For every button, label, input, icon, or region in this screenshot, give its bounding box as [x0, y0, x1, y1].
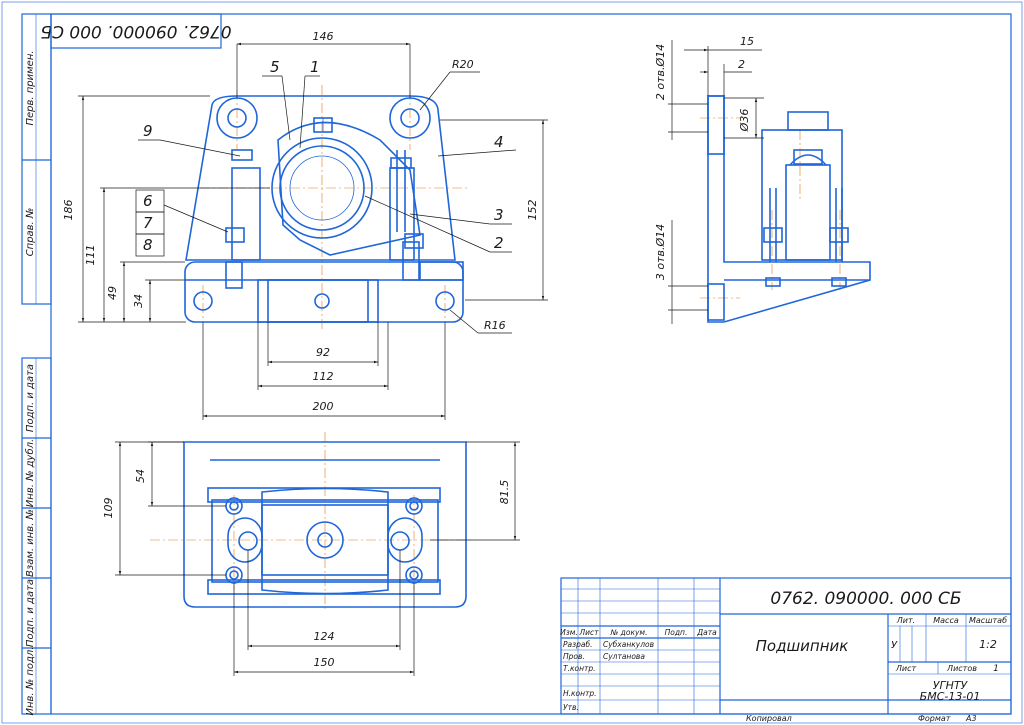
side-dim-15: 15	[740, 35, 754, 48]
callout-1: 1	[310, 58, 320, 76]
side-diam-36: Ø36	[738, 109, 751, 133]
callout-9: 9	[143, 122, 153, 140]
col-header-2: № докум.	[610, 628, 648, 637]
callout-7: 7	[143, 214, 153, 232]
scale-value: 1:2	[979, 638, 997, 651]
org-line2: БМС-13-01	[920, 690, 981, 703]
top-dim-109: 109	[102, 498, 115, 519]
dim-112: 112	[313, 370, 334, 383]
col-header-0: Изм.	[560, 628, 578, 637]
dim-152: 152	[526, 200, 539, 221]
strip-label-2: Подп. и дата	[25, 364, 36, 432]
callout-2: 2	[494, 234, 504, 252]
rotated-designation-text: 0762. 090000. 000 СБ	[40, 21, 231, 41]
callout-5: 5	[270, 58, 280, 76]
side-view: 15 2 2 отв.Ø14 Ø36 3 отв.Ø14	[654, 35, 871, 324]
hdr-scale: Масштаб	[969, 616, 1007, 625]
radius-r20: R20	[452, 58, 474, 71]
format-label: Формат	[918, 714, 951, 723]
row-role-3: Н.контр.	[563, 689, 597, 698]
sheets-value: 1	[993, 664, 999, 674]
hdr-lit: Лит.	[896, 616, 915, 625]
title-designation: 0762. 090000. 000 СБ	[770, 589, 961, 609]
dim-111: 111	[84, 245, 97, 266]
top-dim-124: 124	[314, 630, 335, 643]
hdr-sheet: Лист	[895, 664, 917, 673]
top-dim-54: 54	[134, 469, 147, 483]
side-dim-2: 2	[738, 58, 745, 71]
copied-label: Копировал	[746, 714, 792, 723]
callout-3: 3	[494, 206, 504, 224]
dim-200: 200	[313, 400, 334, 413]
side-holes-top: 2 отв.Ø14	[654, 44, 667, 100]
front-view: 146 186 111 49 34 152 R20 R16 92 112	[62, 30, 548, 420]
dim-186: 186	[62, 200, 75, 221]
callout-6: 6	[143, 192, 153, 210]
strip-label-0: Перв. примен.	[25, 50, 36, 125]
callout-8: 8	[143, 236, 153, 254]
rotated-designation-box: 0762. 090000. 000 СБ	[40, 13, 232, 49]
row-role-1: Пров.	[563, 652, 585, 661]
row-name-0: Субханкулов	[603, 640, 654, 649]
dim-34: 34	[132, 294, 145, 308]
strip-label-4: Взам. инв. №	[25, 509, 36, 577]
inner-frame	[50, 13, 1012, 715]
strip-label-1: Справ. №	[25, 208, 36, 257]
strip-label-3: Инв. № дубл.	[24, 439, 36, 507]
side-strip: Перв. примен. Справ. № Подп. и дата Инв.…	[21, 13, 52, 716]
strip-label-6: Инв. № подл.	[25, 647, 36, 716]
hdr-mass: Масса	[933, 616, 959, 625]
row-role-0: Разраб.	[563, 640, 592, 649]
title-name: Подшипник	[756, 637, 849, 655]
dim-49: 49	[106, 286, 119, 300]
col-header-4: Дата	[696, 628, 717, 637]
col-header-1: Лист	[578, 628, 599, 637]
row-role-4: Утв.	[563, 703, 579, 712]
radius-r16: R16	[484, 319, 506, 332]
row-role-2: Т.контр.	[563, 664, 596, 673]
title-block: 0762. 090000. 000 СБ Подшипник Лит. Масс…	[560, 577, 1012, 723]
dim-92: 92	[316, 346, 330, 359]
hdr-sheets: Листов	[946, 664, 977, 673]
format-value: А3	[965, 714, 977, 723]
col-header-3: Подп.	[665, 628, 688, 637]
dim-146: 146	[313, 30, 334, 43]
top-dim-150: 150	[314, 656, 335, 669]
callout-4: 4	[494, 133, 504, 151]
top-view: 54 109 81.5 124 150	[102, 432, 520, 676]
top-dim-815: 81.5	[498, 480, 511, 505]
letter-value: У	[891, 640, 898, 651]
row-name-1: Султанова	[603, 652, 645, 661]
side-holes-bottom: 3 отв.Ø14	[654, 224, 667, 280]
org-line1: УГНТУ	[933, 679, 969, 692]
strip-label-5: Подп. и дата	[25, 579, 36, 647]
